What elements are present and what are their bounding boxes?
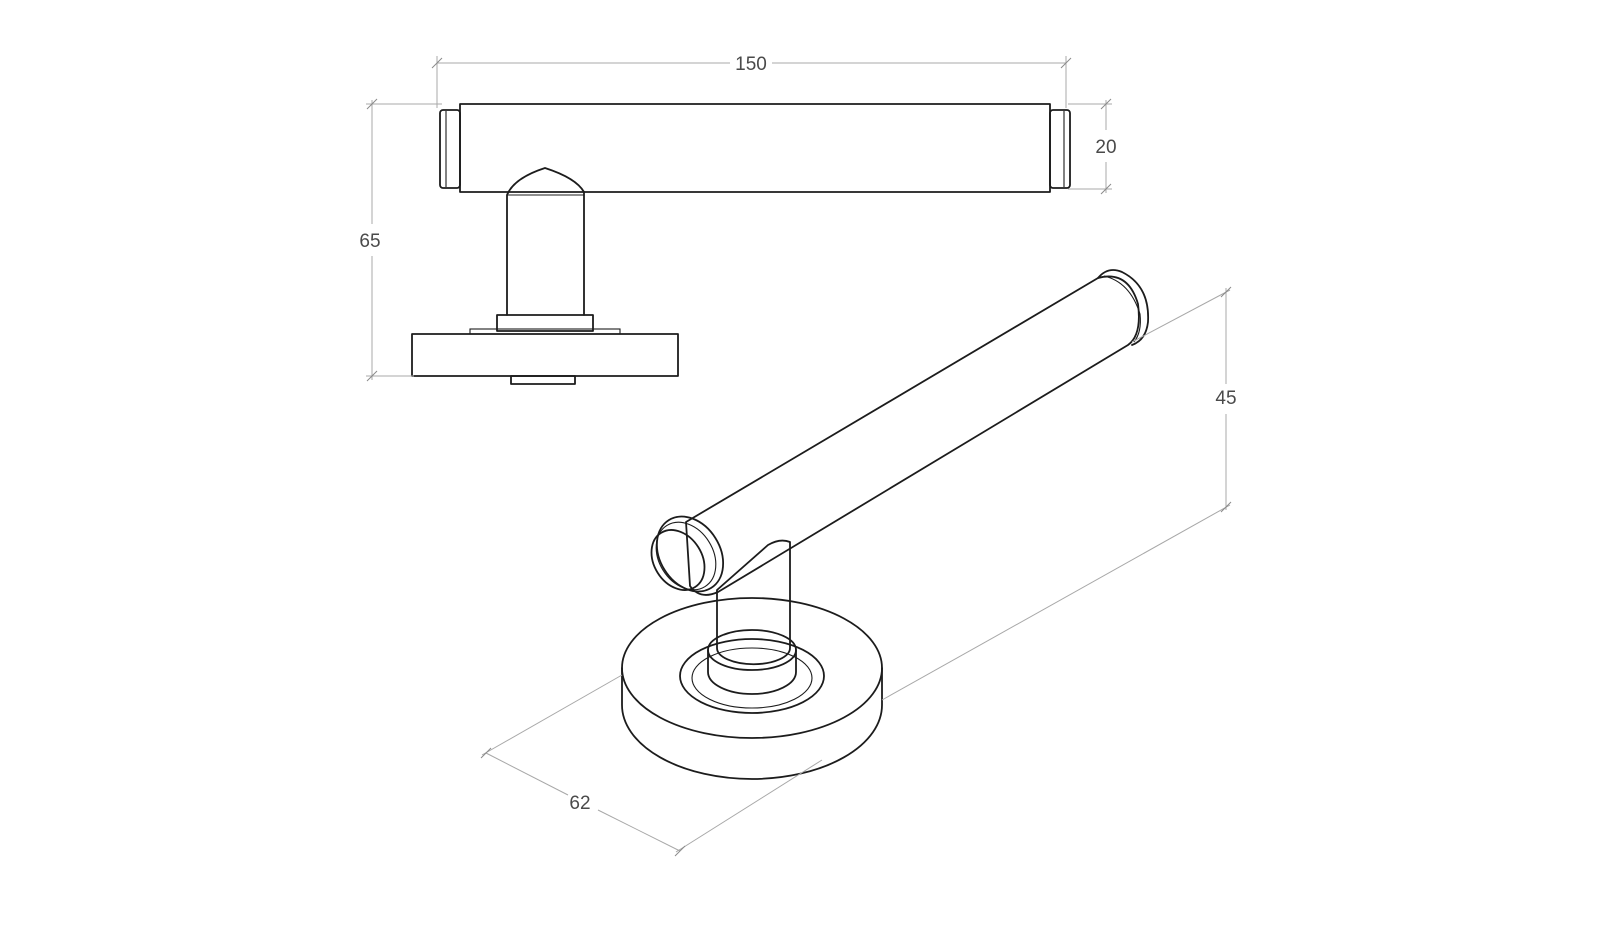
- dim-dia-label: 20: [1095, 137, 1116, 158]
- dim-rose-line-a: [485, 752, 569, 796]
- side-spindle: [510, 375, 576, 385]
- dim-proj-tick-bottom: [366, 370, 378, 382]
- dimension-height-iso: 45: [881, 286, 1237, 701]
- dim-rose-label: 62: [569, 793, 590, 814]
- dim-length-tick-right: [1060, 57, 1072, 69]
- dimension-length: 150: [431, 54, 1072, 108]
- side-rose: [411, 333, 679, 377]
- dim-proj-tick-top: [366, 98, 378, 110]
- side-collar: [496, 314, 594, 332]
- iso-far-end-cap: [1097, 269, 1149, 346]
- side-view: [411, 103, 1071, 385]
- iso-lever-body: [685, 275, 1140, 596]
- dimension-lever-diameter: 20: [1068, 98, 1117, 195]
- iso-far-end-groove: [1103, 275, 1141, 343]
- dim-h-label: 45: [1215, 388, 1236, 409]
- iso-near-cap-ring: [655, 515, 725, 593]
- dimension-rose-diameter: 62: [480, 674, 823, 857]
- iso-rose-ring-inner: [691, 647, 813, 709]
- dim-h-tick-top: [1220, 286, 1232, 298]
- iso-view: [621, 269, 1149, 780]
- dim-rose-tick-b: [674, 845, 686, 857]
- dim-proj-label: 65: [359, 231, 380, 252]
- dim-rose-ext-right: [675, 759, 823, 853]
- side-left-end-cap: [439, 109, 461, 189]
- dim-length-label: 150: [735, 54, 767, 75]
- dim-dia-tick-bottom: [1100, 183, 1112, 195]
- iso-near-cap-groove: [655, 521, 717, 591]
- dimension-total-projection: 65: [359, 98, 442, 382]
- dim-rose-ext-left: [481, 674, 623, 756]
- dim-h-tick-bottom: [1220, 501, 1232, 513]
- iso-collar-top: [707, 629, 797, 671]
- iso-neck: [716, 539, 791, 666]
- dim-rose-line-b: [597, 809, 681, 852]
- side-lever-bar: [459, 103, 1051, 193]
- dim-h-ext-bottom: [881, 504, 1231, 701]
- dim-length-tick-left: [431, 57, 443, 69]
- iso-rose-top: [621, 597, 883, 739]
- iso-rose-side: [621, 667, 883, 780]
- side-right-end-cap: [1049, 109, 1071, 189]
- side-neck: [506, 167, 585, 316]
- iso-collar: [707, 649, 797, 695]
- dim-rose-tick-a: [480, 747, 492, 759]
- dim-h-ext-top: [1131, 289, 1231, 343]
- iso-rose-ring-outer: [679, 638, 825, 714]
- dim-dia-tick-top: [1100, 98, 1112, 110]
- iso-near-cap-face: [650, 529, 706, 591]
